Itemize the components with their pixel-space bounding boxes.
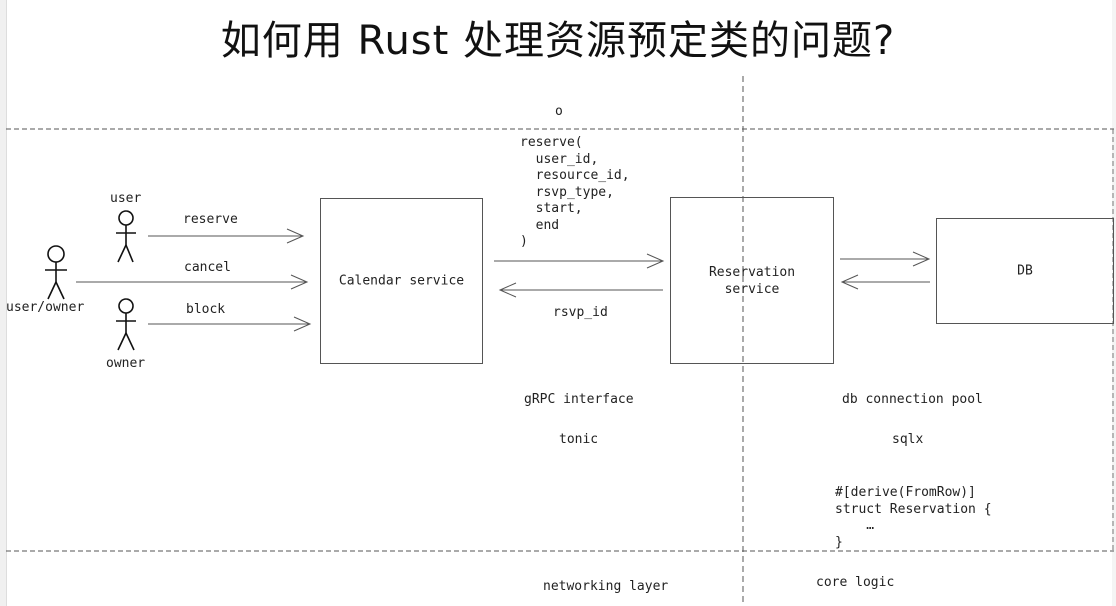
page-title: 如何用 Rust 处理资源预定类的问题?: [220, 18, 896, 64]
calendar-service-box: Calendar service: [320, 198, 483, 364]
block-label: block: [186, 302, 226, 317]
core-logic-label: core logic: [816, 575, 895, 590]
reservation-service-box: Reservation service: [670, 197, 834, 364]
db-box: DB: [936, 218, 1114, 324]
small-circle-mark: o: [555, 104, 563, 119]
reservation-struct-code: #[derive(FromRow)] struct Reservation { …: [835, 485, 992, 550]
db-connection-pool-label: db connection pool: [842, 392, 983, 407]
reserve-call-arrow: [494, 253, 665, 269]
networking-layer-label: networking layer: [543, 579, 669, 594]
calendar-service-label: Calendar service: [338, 273, 465, 289]
user-figure-icon: [116, 210, 136, 263]
owner-label: owner: [106, 356, 146, 371]
reservation-service-label: Reservation service: [708, 264, 796, 297]
rsvp-id-label: rsvp_id: [553, 305, 608, 320]
owner-figure-icon: [116, 298, 136, 351]
db-response-arrow: [840, 274, 930, 290]
block-arrow: [148, 316, 312, 332]
tonic-label: tonic: [559, 432, 599, 447]
reserve-call-signature: reserve( user_id, resource_id, rsvp_type…: [520, 135, 630, 249]
rsvp-id-arrow: [498, 282, 663, 298]
user-owner-figure-icon: [45, 245, 67, 300]
left-scrollbar: [0, 0, 7, 606]
db-request-arrow: [840, 251, 931, 267]
right-scrollbar: [1112, 0, 1116, 606]
reserve-arrow: [148, 228, 305, 244]
db-label: DB: [1017, 263, 1033, 279]
grpc-interface-label: gRPC interface: [524, 392, 634, 407]
user-label: user: [110, 191, 142, 206]
cancel-label: cancel: [184, 260, 231, 275]
reserve-label: reserve: [183, 212, 238, 227]
user-owner-label: user/owner: [6, 300, 85, 315]
sqlx-label: sqlx: [892, 432, 924, 447]
cancel-arrow: [76, 274, 309, 290]
